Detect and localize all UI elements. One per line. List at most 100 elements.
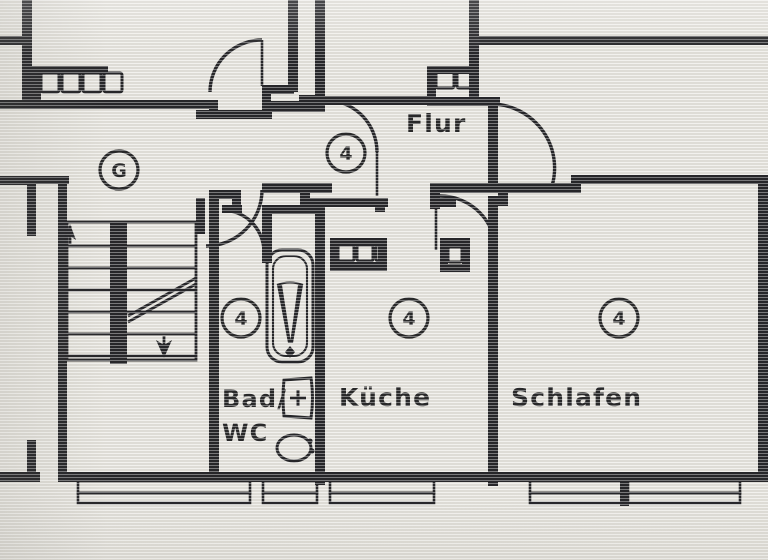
room-label-schlafen: Schlafen: [511, 383, 642, 412]
room-label-bad-line2: WC: [222, 419, 269, 447]
marker-g: G: [98, 149, 140, 191]
marker-schlaf-4: 4: [598, 297, 640, 339]
wall-segment: [315, 0, 325, 96]
wall-segment: [288, 0, 298, 44]
wall-segment: [262, 205, 272, 263]
wall-segment: [315, 205, 325, 485]
wall-segment: [571, 175, 768, 184]
wall-segment: [58, 472, 768, 482]
marker-circle: [388, 297, 430, 339]
marker-g-label: G: [111, 160, 127, 182]
door-flur-lower: [205, 189, 264, 248]
room-label-flur: Flur: [406, 109, 467, 138]
wall-segment: [232, 190, 241, 212]
wall-segment: [27, 176, 69, 184]
marker-flur-4-label: 4: [339, 143, 352, 165]
radiator-cell: [374, 243, 386, 263]
wall-segment: [498, 188, 508, 206]
radiator-hall-1el: [446, 245, 464, 264]
window-layer: [76, 478, 742, 506]
wall-segment: [488, 183, 580, 193]
radiator-cell: [60, 71, 82, 94]
radiator-cell: [102, 71, 124, 94]
wall-segment: [32, 66, 41, 108]
door-bad-to-kueche: [221, 208, 266, 253]
wall-segment: [440, 238, 470, 246]
bathtub-taper-left: [277, 285, 291, 343]
stair-up-arrowhead: [64, 224, 76, 240]
marker-schlaf-4-label: 4: [612, 308, 625, 330]
stair-break-line: [127, 276, 197, 318]
window-living-bottom: [76, 479, 252, 505]
wall-segment: [330, 262, 386, 271]
wall-segment: [330, 238, 386, 246]
radiator-cell: [336, 243, 356, 263]
wall-segment: [758, 175, 768, 475]
wall-segment: [27, 176, 36, 236]
toilet-detail-dot: [309, 448, 315, 454]
marker-circle: [220, 297, 262, 339]
wall-segment: [262, 85, 294, 94]
window-pier: [620, 478, 629, 506]
wall-segment: [32, 66, 108, 74]
marker-kueche-4-label: 4: [402, 308, 415, 330]
wall-segment: [299, 95, 325, 104]
wall-segment: [209, 190, 241, 199]
wall-segment: [440, 238, 448, 272]
window-sill-inner: [528, 491, 624, 505]
radiator-cell: [434, 67, 456, 90]
wall-segment: [196, 198, 205, 234]
wall-segment: [427, 97, 475, 106]
window-kueche-bottom: [328, 479, 436, 505]
radiator-living-4el: [39, 71, 124, 94]
bathtub-rim-curve: [276, 281, 304, 286]
marker-kueche-4: 4: [388, 297, 430, 339]
room-marker-layer: G 4 4 4 4: [98, 132, 640, 339]
wall-segment: [469, 0, 479, 44]
wall-segment: [262, 85, 271, 109]
toilet-detail-dot: [307, 438, 313, 444]
toilet-bowl: [275, 433, 313, 463]
marker-flur-4: 4: [325, 132, 367, 174]
window-sill-inner: [626, 491, 742, 505]
room-label-bad-line1: Bad/: [222, 385, 287, 413]
door-living-to-flur: [208, 38, 263, 93]
door-layer: [205, 38, 557, 253]
door-kueche-to-hall: [439, 194, 498, 253]
room-label-layer: Flur Küche Schlafen Bad/ WC: [222, 109, 642, 447]
stair-break-line: [127, 282, 197, 324]
wall-segment: [470, 97, 500, 106]
wall-segment: [430, 183, 488, 193]
window-sill-inner: [76, 491, 252, 505]
wall-segment: [440, 264, 470, 272]
wall-segment: [0, 36, 32, 45]
stair-stringer: [110, 222, 127, 364]
sink-basin: [281, 376, 314, 420]
wall-segment: [0, 176, 36, 185]
radiator-cell: [39, 71, 61, 94]
radiator-layer: [39, 67, 477, 264]
wall-segment: [262, 104, 272, 114]
wall-segment: [0, 100, 32, 109]
radiator-cell: [81, 71, 103, 94]
window-sill-outer: [328, 479, 436, 495]
window-sill-outer: [626, 479, 742, 495]
radiator-cell: [446, 245, 464, 264]
wall-segment: [262, 205, 324, 214]
radiator-cell: [455, 67, 477, 90]
marker-bad-4: 4: [220, 297, 262, 339]
window-sill-outer: [261, 479, 319, 495]
window-sill-inner: [328, 491, 436, 505]
wall-segment: [488, 196, 498, 486]
wall-segment: [196, 110, 272, 119]
wall-segment: [262, 104, 325, 112]
marker-circle: [98, 149, 140, 191]
wall-segment: [209, 190, 219, 480]
wall-segment: [315, 95, 325, 111]
wall-segment: [27, 440, 36, 482]
radiator-cell: [355, 243, 375, 263]
wall-segment: [196, 100, 218, 109]
window-sill-outer: [528, 479, 624, 495]
wall-segment: [336, 198, 388, 207]
